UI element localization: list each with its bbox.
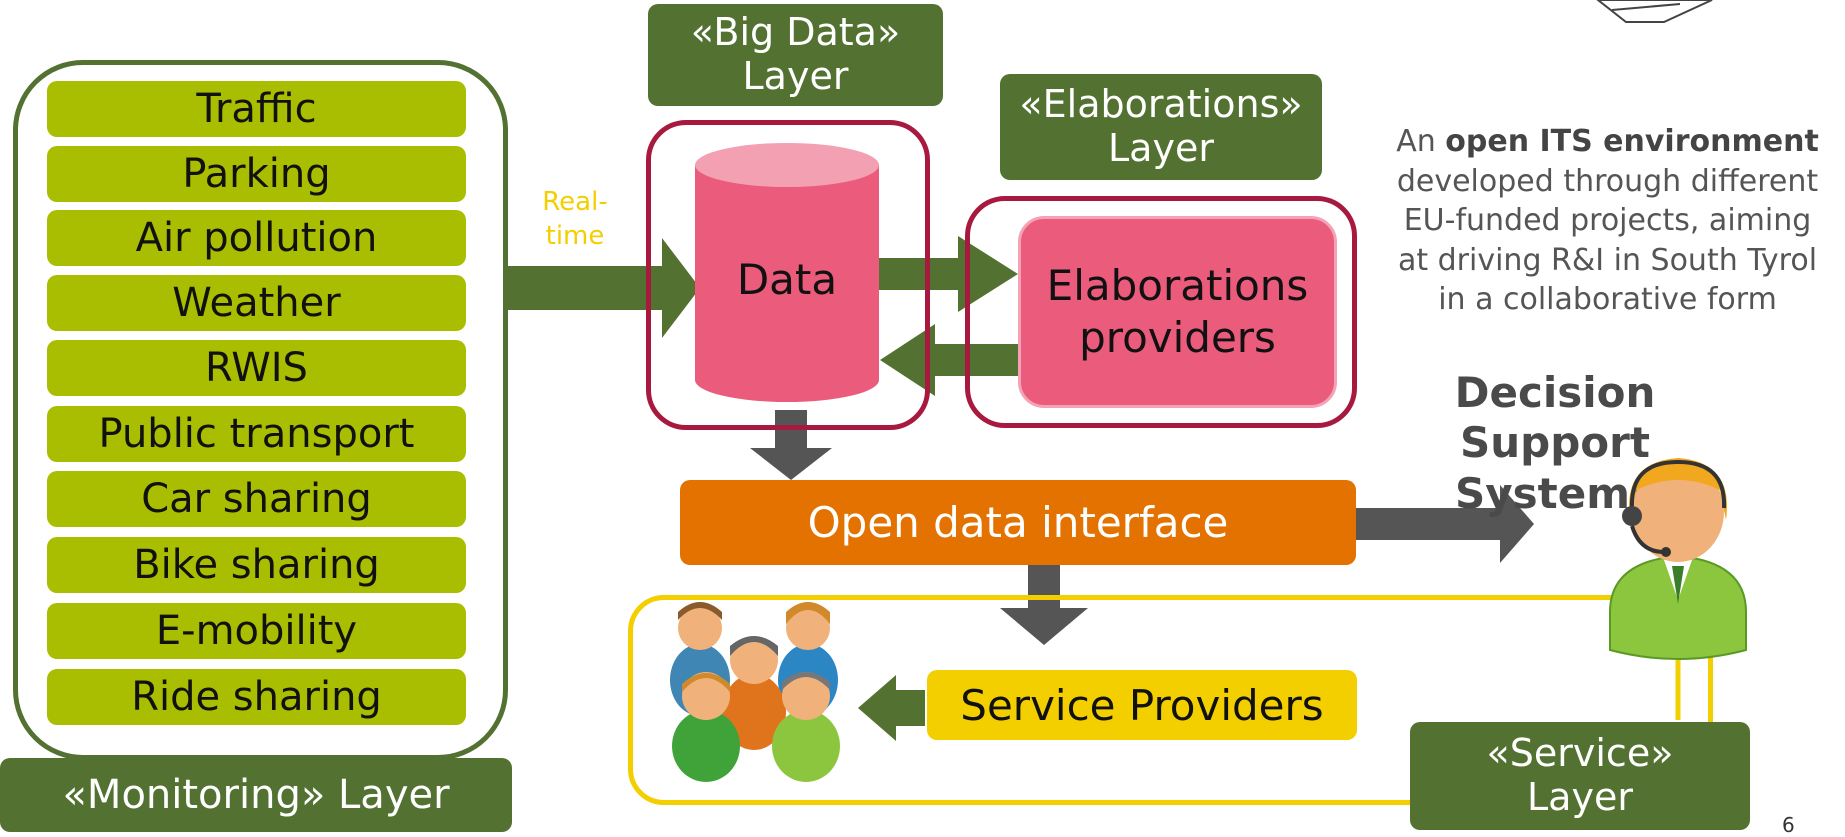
realtime-label: Real- time <box>542 187 608 251</box>
description-line1: An open ITS environment <box>1396 124 1819 159</box>
data-to-elaborations-arrow <box>870 236 1018 312</box>
elaborations-providers-line2: providers <box>1079 313 1276 362</box>
monitoring-item-ride-sharing: Ride sharing <box>47 669 466 725</box>
monitoring-item-air-pollution: Air pollution <box>47 210 466 266</box>
elaborations-to-data-arrow <box>880 324 1020 396</box>
big-data-layer-line1: «Big Data» <box>690 10 901 55</box>
elaborations-providers-line1: Elaborations <box>1046 260 1309 310</box>
monitoring-item-rwis: RWIS <box>47 340 466 396</box>
description-line5: in a collaborative form <box>1438 282 1777 318</box>
service-layer-line1: «Service» <box>1486 731 1674 776</box>
service-frame <box>628 595 1713 805</box>
realtime-arrow <box>505 238 700 338</box>
big-data-layer-label: «Big Data» Layer <box>648 4 943 106</box>
providers-to-users-arrow <box>858 675 925 741</box>
service-layer-line2: Layer <box>1527 775 1633 819</box>
service-providers-box: Service Providers <box>927 670 1357 740</box>
monitoring-item-traffic: Traffic <box>47 81 466 137</box>
monitoring-item-parking: Parking <box>47 146 466 202</box>
elaborations-providers-box: Elaborations providers <box>1018 216 1337 408</box>
page-number: 6 <box>1782 813 1795 837</box>
big-data-layer-line2: Layer <box>742 54 849 98</box>
data-to-interface-arrow <box>750 410 832 480</box>
elaborations-layer-label: «Elaborations» Layer <box>1000 74 1322 180</box>
service-layer-label: «Service» Layer <box>1410 722 1750 830</box>
elaborations-layer-line2: Layer <box>1108 126 1214 170</box>
monitoring-layer-label: «Monitoring» Layer <box>0 758 512 832</box>
monitoring-item-car-sharing: Car sharing <box>47 471 466 527</box>
monitoring-frame <box>13 60 508 760</box>
dss-title-line1: Decision Support <box>1454 368 1656 468</box>
elaborations-layer-line1: «Elaborations» <box>1019 82 1303 127</box>
monitoring-item-weather: Weather <box>47 275 466 331</box>
database-label: Data <box>736 255 838 304</box>
monitoring-item-bike-sharing: Bike sharing <box>47 537 466 593</box>
monitoring-item-public-transport: Public transport <box>47 406 466 462</box>
its-description: An open ITS environment developed throug… <box>1370 122 1845 320</box>
interface-to-dss-arrow <box>1356 485 1534 563</box>
interface-to-services-arrow <box>1000 565 1088 645</box>
description-line4: at driving R&I in South Tyrol <box>1397 242 1818 278</box>
description-bold: open ITS environment <box>1445 124 1819 159</box>
open-data-interface-box: Open data interface <box>680 480 1356 565</box>
description-line3: EU-funded projects, aiming <box>1403 203 1812 239</box>
dss-title: Decision Support Systems <box>1370 368 1740 519</box>
elaborations-frame <box>965 196 1357 428</box>
dss-title-line2: Systems <box>1455 468 1655 518</box>
big-data-frame <box>646 120 930 430</box>
description-line2: developed through different <box>1396 163 1819 199</box>
envelope-icon <box>1596 0 1713 23</box>
monitoring-item-e-mobility: E-mobility <box>47 603 466 659</box>
